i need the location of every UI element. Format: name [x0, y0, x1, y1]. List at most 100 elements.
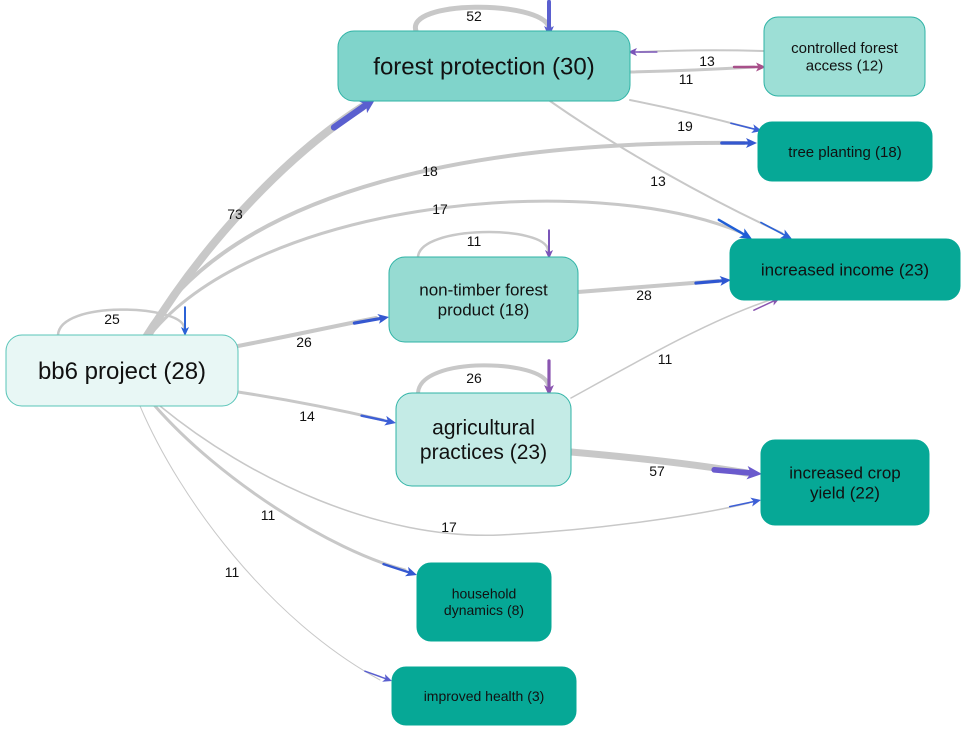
edge-line — [570, 299, 771, 399]
edge-fp-ii: 13 — [549, 100, 792, 239]
edge-weight-label: 73 — [227, 206, 243, 222]
node-bb6-project[interactable]: bb6 project (28) — [5, 334, 239, 407]
nodes-layer: forest protection (30)controlled foresta… — [5, 16, 961, 726]
edge-bb6-tp: 18 — [143, 138, 757, 337]
node-label: bb6 project (28) — [38, 358, 206, 385]
edge-arrowhead — [544, 385, 554, 396]
edge-arrowhead — [544, 250, 554, 259]
edge-line — [143, 140, 746, 337]
edge-ap-icy: 57 — [567, 448, 762, 480]
edge-bb6-ntfp: 26 — [236, 314, 389, 350]
edge-line — [413, 4, 552, 34]
edge-arrowhead — [719, 276, 731, 286]
node-increased-income[interactable]: increased income (23) — [729, 238, 961, 301]
node-label: increased income (23) — [761, 260, 929, 279]
edge-line — [144, 103, 366, 339]
edge-bb6-self: 25 — [56, 306, 190, 337]
edge-weight-label: 52 — [466, 8, 482, 24]
edge-line — [56, 308, 186, 337]
node-box — [337, 30, 631, 102]
edge-bb6-fp: 73 — [144, 98, 376, 339]
edge-weight-label: 11 — [261, 507, 276, 523]
node-improved-health[interactable]: improved health (3) — [391, 666, 577, 726]
edge-arrowhead — [746, 138, 757, 148]
edge-arrow-stem — [360, 414, 390, 423]
node-label: improved health (3) — [424, 688, 545, 704]
node-box — [763, 16, 926, 97]
node-box — [388, 256, 579, 343]
edge-arrowhead — [405, 566, 417, 577]
edge-arrowhead — [180, 327, 190, 336]
edge-weight-label: 26 — [296, 334, 312, 350]
edge-bb6-ap: 14 — [236, 390, 396, 426]
node-box — [416, 562, 552, 642]
edge-line — [639, 49, 765, 53]
node-box — [5, 334, 239, 407]
node-label: practices (23) — [420, 441, 547, 464]
edge-weight-label: 17 — [441, 519, 457, 535]
node-label: forest protection (30) — [373, 53, 594, 80]
edge-line — [416, 230, 550, 259]
edge-arrowhead — [750, 497, 761, 507]
edge-ap-self: 26 — [416, 359, 554, 396]
edge-ntfp-self: 11 — [416, 229, 554, 259]
node-label: controlled forest — [791, 40, 899, 57]
edge-weight-label: 18 — [422, 163, 438, 179]
edge-arrow-stem — [711, 467, 755, 476]
edge-ap-ii: 11 — [570, 298, 780, 399]
edge-weight-label: 28 — [636, 287, 652, 303]
edge-arrow-stem — [730, 122, 757, 131]
edge-arrowhead — [756, 62, 766, 72]
edge-arrow-stem — [352, 316, 384, 325]
node-label: non-timber forest — [419, 280, 548, 299]
edge-weight-label: 11 — [467, 233, 482, 249]
edge-weight-label: 11 — [679, 71, 694, 87]
edge-weight-label: 13 — [699, 53, 715, 69]
edge-line — [148, 199, 742, 337]
node-label: product (18) — [438, 300, 530, 319]
node-box — [391, 666, 577, 726]
edge-arrowhead — [628, 47, 637, 57]
edge-arrowhead — [382, 674, 392, 682]
node-label: dynamics (8) — [444, 602, 524, 618]
edge-weight-label: 13 — [650, 173, 666, 189]
edge-arrow-stem — [330, 101, 371, 131]
node-label: yield (22) — [810, 483, 880, 502]
node-box — [395, 392, 572, 487]
edge-weight-label: 14 — [299, 408, 315, 424]
edge-arrow-stem — [728, 500, 755, 508]
node-label: tree planting (18) — [788, 144, 901, 161]
edge-bb6-icy: 17 — [159, 405, 761, 537]
edge-line — [153, 404, 407, 572]
node-forest-protection[interactable]: forest protection (30) — [337, 30, 631, 102]
edge-weight-label: 11 — [658, 351, 673, 367]
edge-fp-cfa: 11 — [628, 62, 766, 87]
edge-arrowhead — [779, 229, 792, 239]
edge-arrow-stem — [364, 670, 387, 680]
node-tree-planting[interactable]: tree planting (18) — [757, 121, 933, 182]
edge-weight-label: 26 — [466, 370, 482, 386]
edge-arrowhead — [738, 228, 752, 239]
node-box — [729, 238, 961, 301]
edge-bb6-hd: 11 — [153, 404, 417, 577]
edge-arrow-stem — [717, 218, 746, 237]
edge-ntfp-ii: 28 — [576, 276, 731, 303]
edge-arrowhead — [377, 314, 389, 324]
node-label: agricultural — [432, 416, 535, 439]
edge-arrow-stem — [760, 221, 787, 237]
edge-weight-label: 19 — [677, 118, 693, 134]
node-label: increased crop — [789, 463, 901, 482]
edge-line — [139, 405, 381, 681]
edge-weight-label: 11 — [225, 564, 240, 580]
edge-fp-tp: 19 — [629, 99, 762, 134]
edge-weight-label: 57 — [649, 463, 665, 479]
node-label: household — [452, 586, 517, 602]
edge-bb6-ii: 17 — [148, 199, 752, 337]
